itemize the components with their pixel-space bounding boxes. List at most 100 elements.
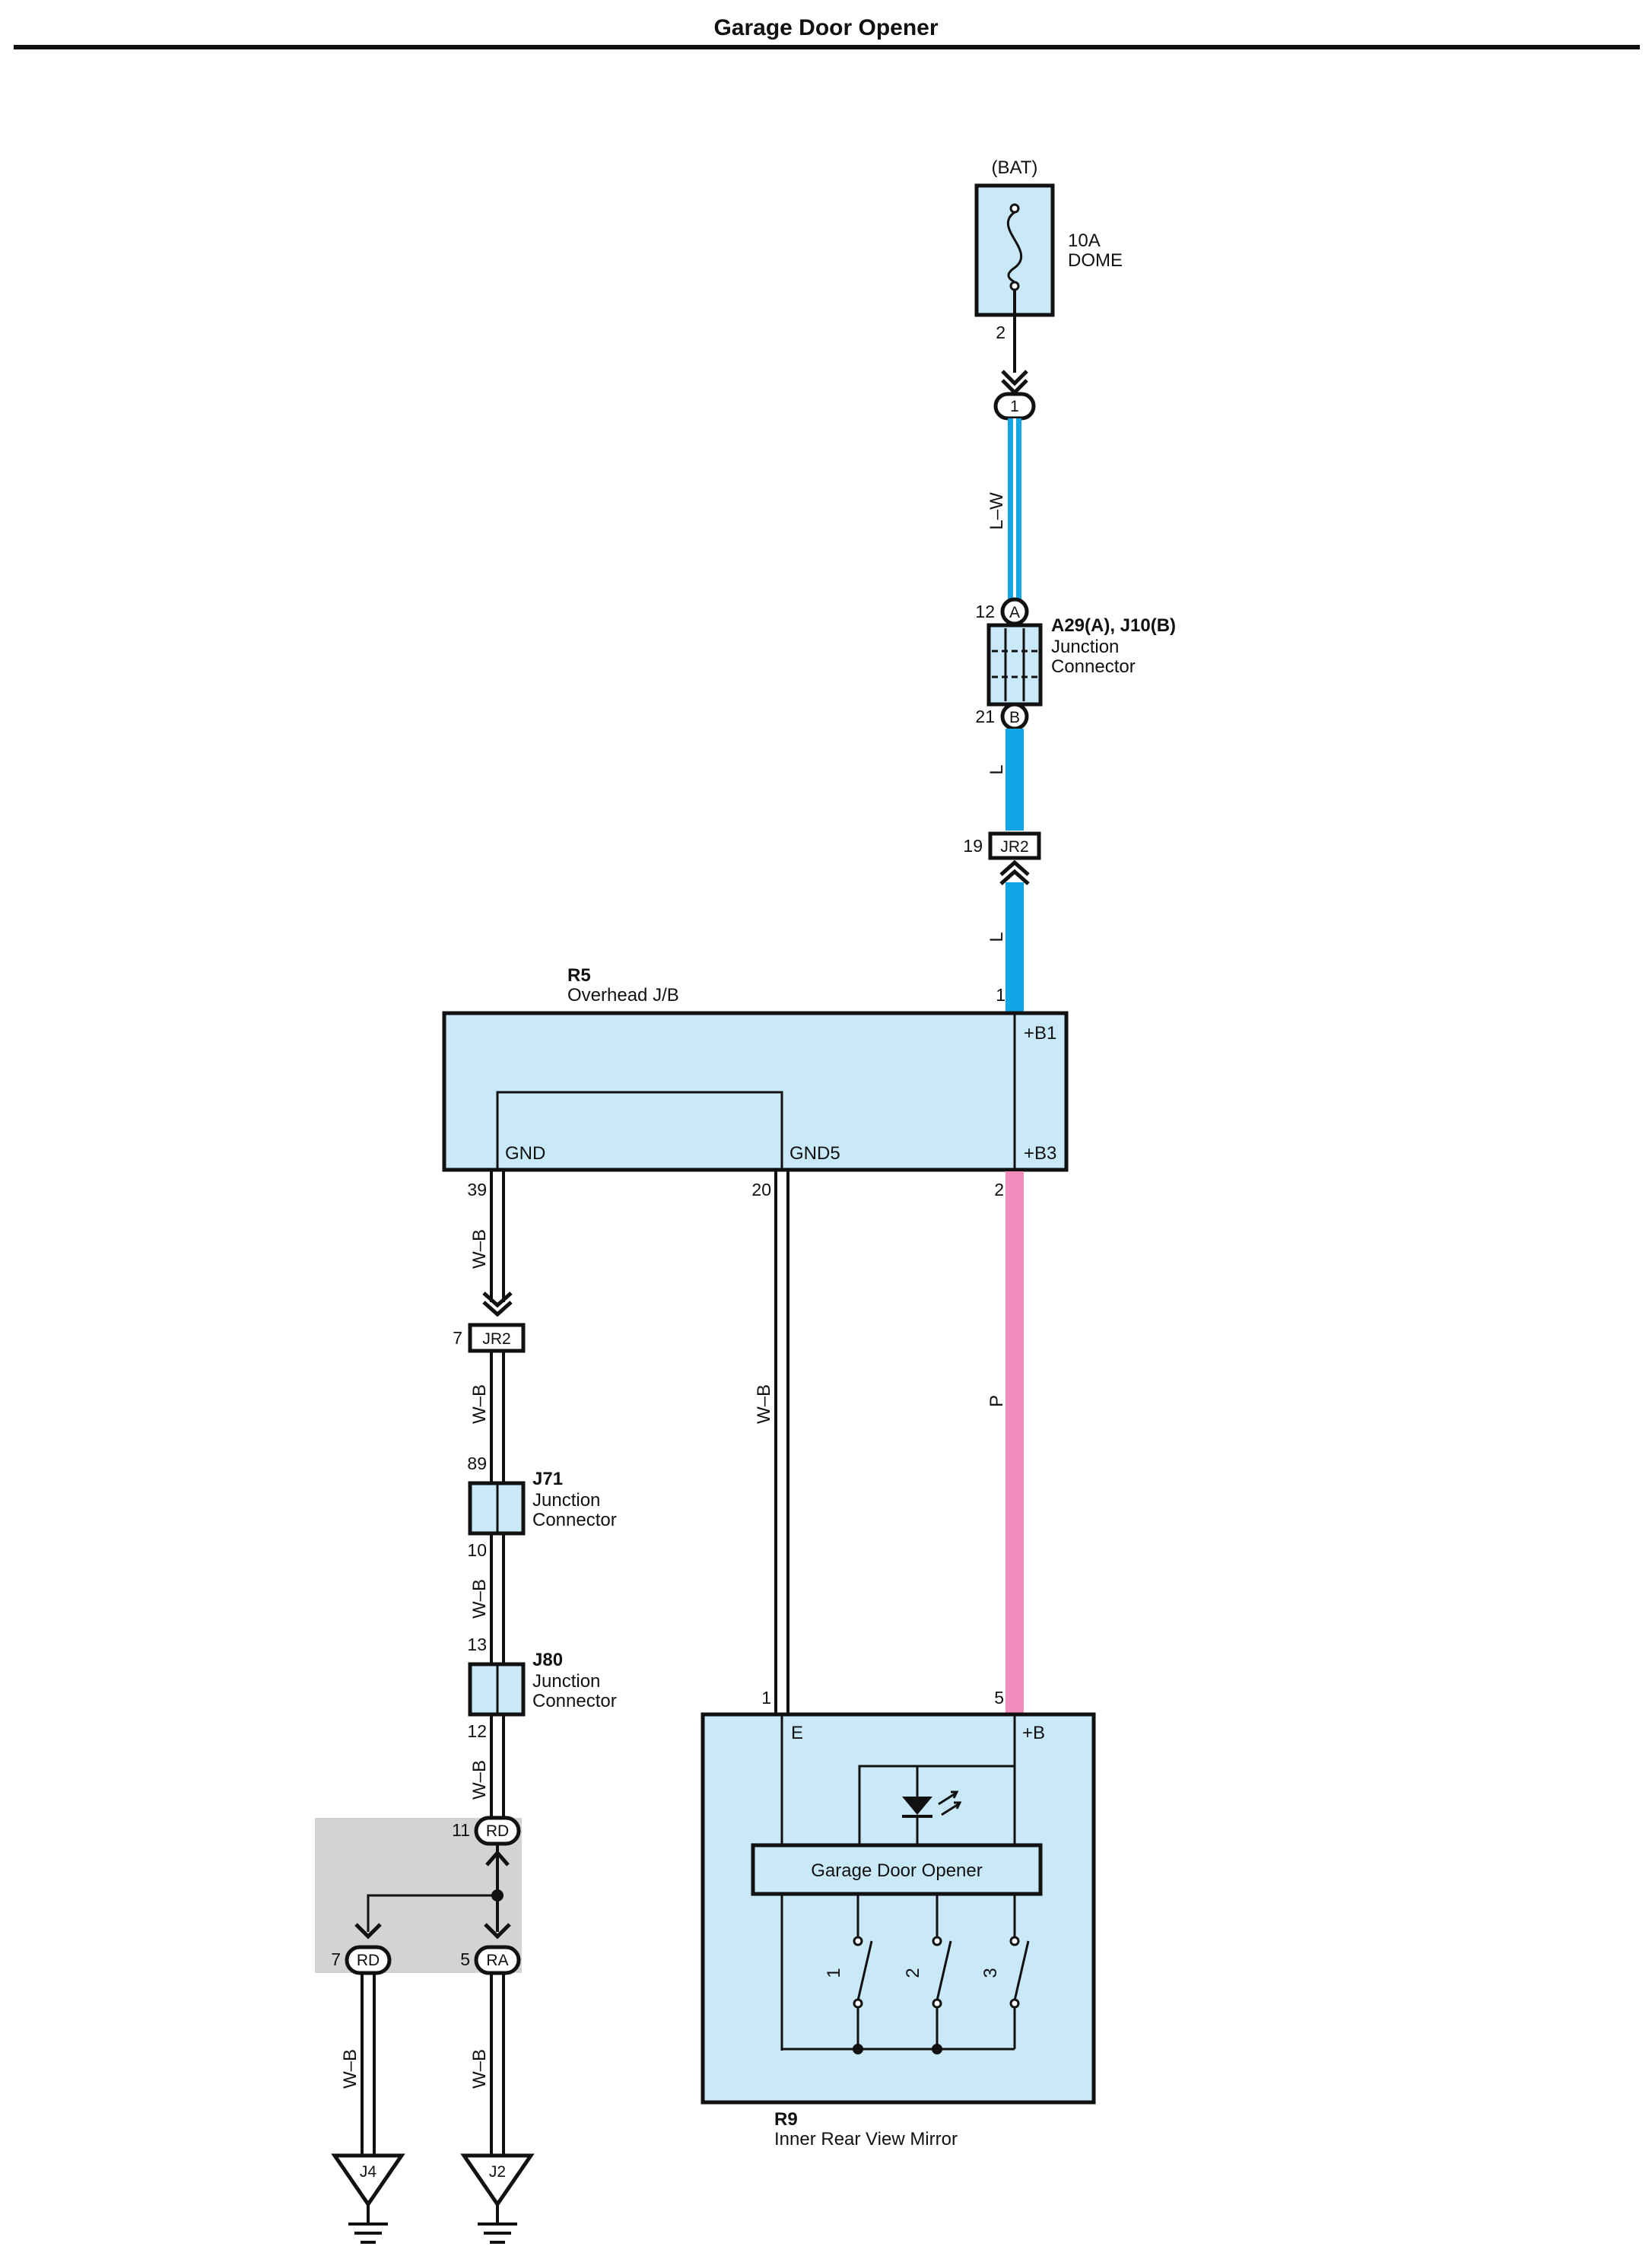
r5-gnd-bus bbox=[496, 1091, 783, 1168]
r9-id: R9 bbox=[774, 2109, 798, 2130]
wire-wb-gnd5-label: W–B bbox=[754, 1384, 774, 1424]
splice-right-connector bbox=[474, 1945, 521, 1975]
fuse-name: DOME bbox=[1068, 250, 1123, 271]
jr2-lower-connector bbox=[468, 1323, 526, 1353]
j71-id: J71 bbox=[532, 1469, 563, 1489]
switch-1-label: 1 bbox=[824, 1968, 844, 1978]
r5-pin-gnd: 39 bbox=[467, 1180, 487, 1199]
splice-left-pin: 7 bbox=[331, 1949, 341, 1969]
wire-lw-label: L–W bbox=[986, 492, 1007, 530]
r9-node-2 bbox=[932, 2044, 942, 2054]
jr2-upper-label: JR2 bbox=[1000, 838, 1028, 856]
j71-desc-1: Junction bbox=[532, 1490, 600, 1511]
wire-wb-gnd-3-label: W–B bbox=[469, 1579, 490, 1619]
r5-pin-gnd5: 20 bbox=[751, 1180, 771, 1199]
splice-left-chevron-icon bbox=[354, 1923, 382, 1940]
r5-id: R5 bbox=[567, 965, 591, 986]
fuse-rating: 10A bbox=[1068, 230, 1101, 251]
j80-desc-2: Connector bbox=[532, 1691, 617, 1711]
switch-3-label: 3 bbox=[980, 1968, 1001, 1978]
a29-desc-1: Junction bbox=[1051, 637, 1119, 657]
garage-door-opener-module bbox=[751, 1843, 1043, 1896]
wire-l-lower-label: L bbox=[986, 932, 1007, 942]
switch-2 bbox=[932, 1894, 952, 2049]
r9-desc: Inner Rear View Mirror bbox=[774, 2129, 958, 2149]
ground-left-label: J4 bbox=[360, 2163, 377, 2181]
j80-id: J80 bbox=[532, 1650, 563, 1670]
jr2-upper-connector bbox=[988, 831, 1041, 860]
switch-3 bbox=[1009, 1894, 1030, 2049]
wire-p bbox=[1005, 1171, 1024, 1714]
splice-top-label: RD bbox=[486, 1822, 509, 1840]
jr2-lower-label: JR2 bbox=[482, 1330, 510, 1348]
r5-desc: Overhead J/B bbox=[567, 985, 679, 1006]
r9-pin-e: 1 bbox=[761, 1688, 771, 1708]
r5-pin-b3: 2 bbox=[994, 1180, 1004, 1199]
j80-pin-out: 12 bbox=[467, 1721, 487, 1741]
wire-wb-ground-right bbox=[490, 1975, 505, 2156]
r5-term-b1: +B1 bbox=[1024, 1023, 1056, 1044]
r5-term-b3: +B3 bbox=[1024, 1143, 1056, 1164]
r9-term-b: +B bbox=[1022, 1723, 1045, 1743]
inline-connector-1-pin: 1 bbox=[1010, 398, 1019, 415]
wire-wb-ground-right-label: W–B bbox=[469, 2049, 490, 2089]
connector-chevron-icon bbox=[1001, 370, 1028, 396]
a29-pin-a: 12 bbox=[975, 602, 995, 621]
wire-wb-gnd5 bbox=[774, 1171, 789, 1714]
r9-box bbox=[701, 1712, 1096, 2105]
wire-wb-gnd-3 bbox=[490, 1535, 505, 1663]
jr2-lower-chevron-icon bbox=[482, 1292, 513, 1317]
jr2-lower-pin: 7 bbox=[453, 1328, 462, 1348]
wire-wb-gnd-4-label: W–B bbox=[469, 1760, 490, 1800]
wire-l-lower bbox=[1005, 882, 1024, 1013]
garage-door-opener-label: Garage Door Opener bbox=[811, 1860, 982, 1881]
j71-desc-2: Connector bbox=[532, 1510, 617, 1530]
jr2-upper-pin: 19 bbox=[963, 836, 983, 856]
splice-top-pin: 11 bbox=[452, 1820, 470, 1840]
splice-right-chevron-icon bbox=[484, 1923, 511, 1940]
a29-desc-2: Connector bbox=[1051, 656, 1136, 677]
r5-pin-b1: 1 bbox=[996, 985, 1005, 1005]
splice-left-label: RD bbox=[357, 1952, 380, 1969]
r5-term-gnd5: GND5 bbox=[789, 1143, 840, 1164]
wire-wb-gnd-1 bbox=[490, 1171, 505, 1302]
splice-branch bbox=[367, 1894, 497, 1932]
j80-pin-in: 13 bbox=[467, 1635, 487, 1654]
r5-term-gnd: GND bbox=[505, 1143, 545, 1164]
a29-pin-b: 21 bbox=[975, 707, 995, 726]
splice-right-pin: 5 bbox=[460, 1949, 470, 1969]
wire-wb-gnd-2-label: W–B bbox=[469, 1384, 490, 1424]
j80-desc-1: Junction bbox=[532, 1671, 600, 1692]
wire-p-label: P bbox=[986, 1395, 1007, 1407]
switch-1 bbox=[853, 1894, 873, 2049]
splice-left-connector bbox=[345, 1945, 392, 1975]
led-icon bbox=[902, 1766, 962, 1845]
a29-id: A29(A), J10(B) bbox=[1051, 615, 1176, 636]
wire-l-upper-label: L bbox=[986, 764, 1007, 774]
wire-l-upper bbox=[1005, 729, 1024, 831]
j71-pin-out: 10 bbox=[467, 1540, 487, 1560]
splice-top-connector bbox=[474, 1816, 521, 1846]
ground-right-icon bbox=[460, 2153, 535, 2244]
j71-pin-in: 89 bbox=[467, 1454, 487, 1473]
r9-led-loop bbox=[858, 1765, 1015, 1845]
diagram-title: Garage Door Opener bbox=[713, 15, 938, 40]
splice-right-label: RA bbox=[486, 1952, 508, 1969]
wire-wb-gnd-1-label: W–B bbox=[469, 1229, 490, 1269]
a29-internal-bus bbox=[992, 628, 1037, 701]
fuse-out-pin: 2 bbox=[996, 322, 1005, 342]
ground-right-label: J2 bbox=[489, 2163, 506, 2181]
r9-node-1 bbox=[853, 2044, 863, 2054]
wire-wb-gnd-2 bbox=[490, 1352, 505, 1482]
a29-letter-a: A bbox=[1009, 604, 1020, 621]
wire-wb-ground-left-label: W–B bbox=[340, 2049, 361, 2089]
wire-wb-ground-left bbox=[361, 1975, 376, 2156]
r9-term-e: E bbox=[791, 1723, 803, 1743]
fuse-source-label: (BAT) bbox=[992, 157, 1038, 178]
r9-pin-b: 5 bbox=[994, 1688, 1004, 1708]
wire-wb-gnd-4 bbox=[490, 1716, 505, 1818]
jr2-upper-chevron-icon bbox=[999, 859, 1030, 885]
a29-body bbox=[986, 623, 1043, 707]
a29-letter-b: B bbox=[1009, 709, 1020, 726]
